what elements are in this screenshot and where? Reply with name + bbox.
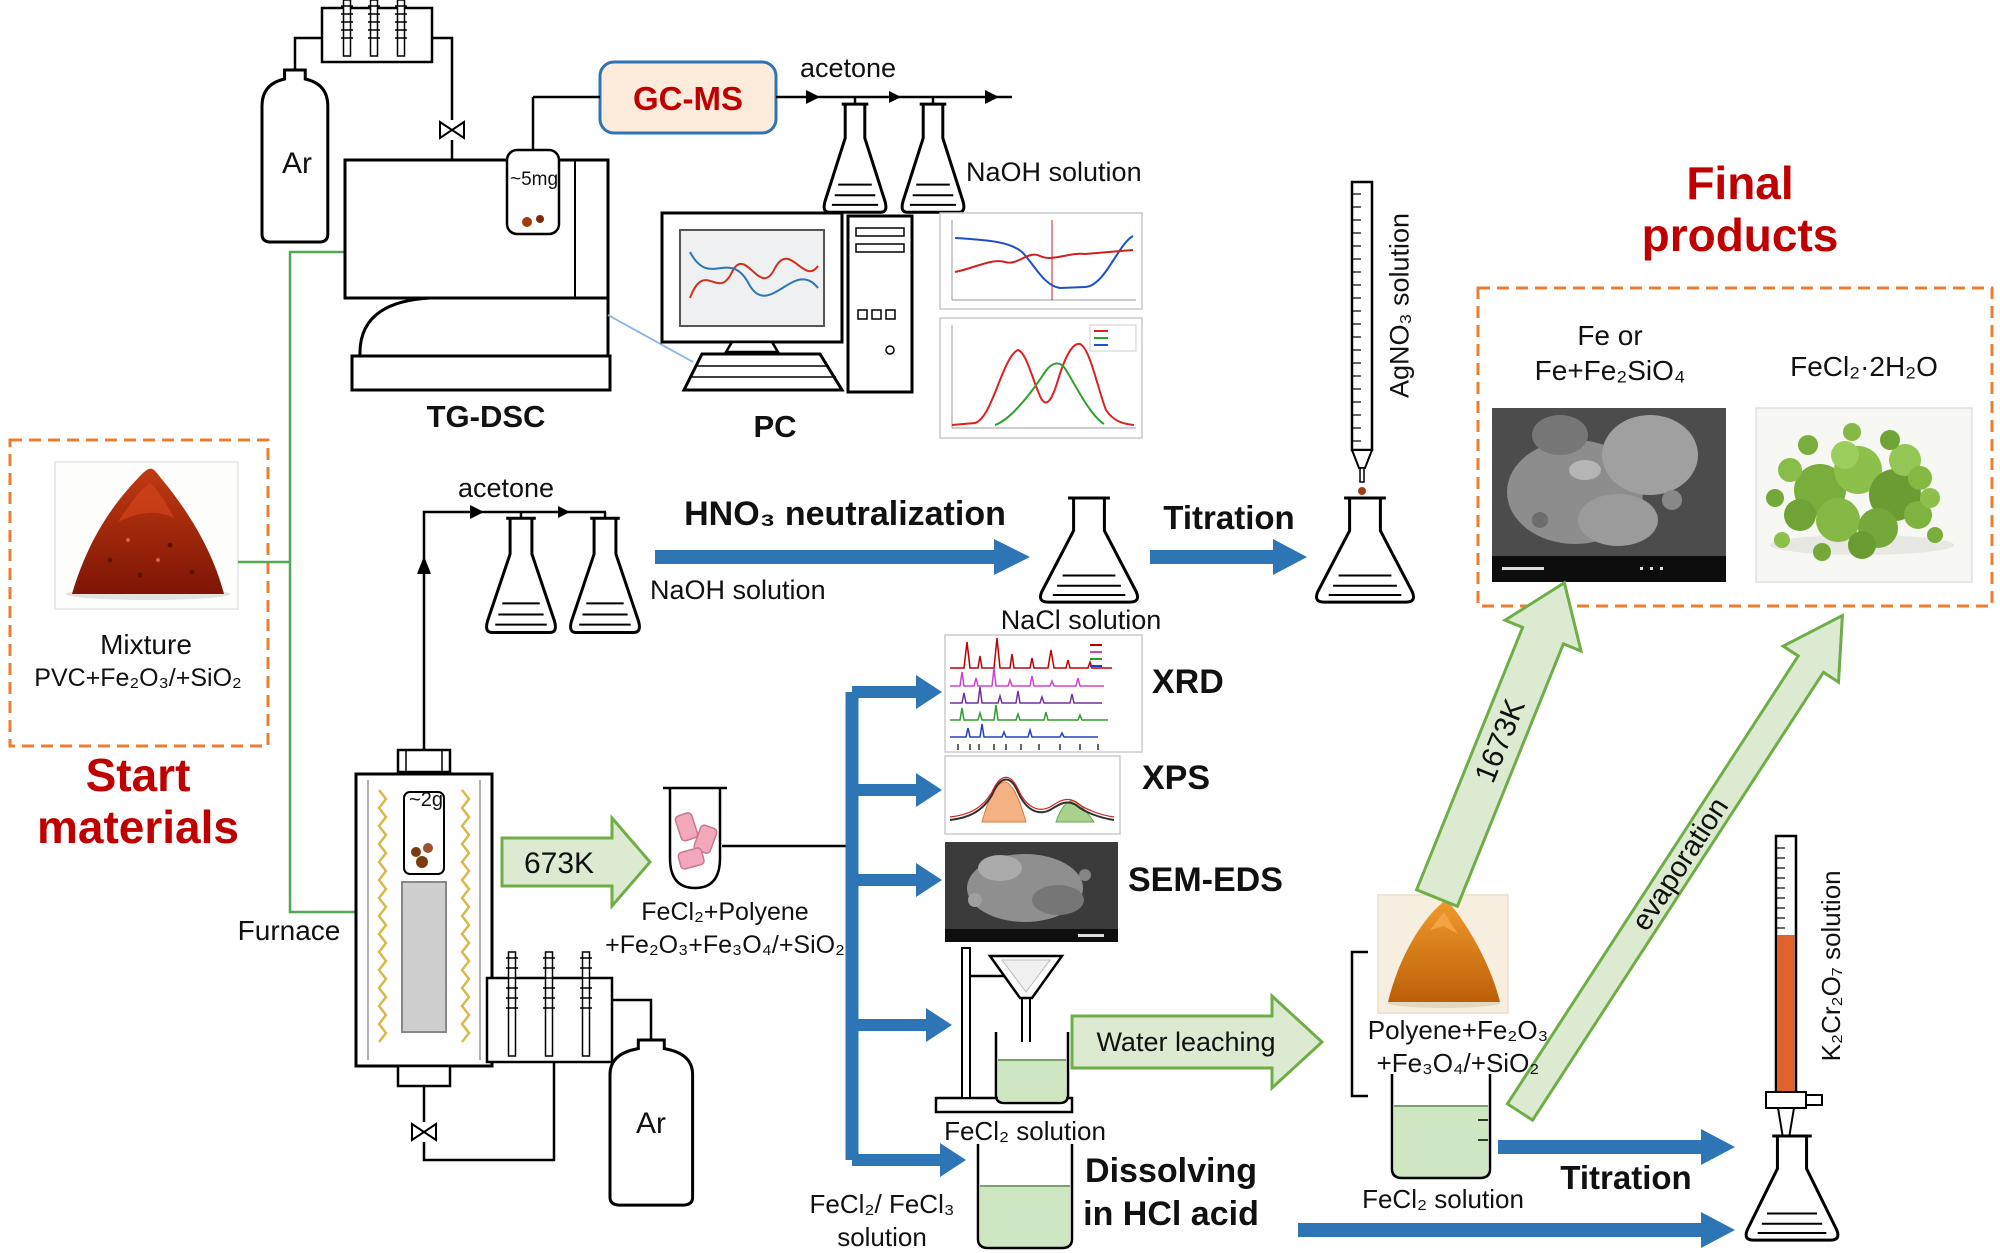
sample-crucible [505, 148, 561, 236]
tgdsc-label: TG-DSC [426, 399, 546, 434]
leach-residue-label: Polyene+Fe₂O₃ +Fe₃O₄/+SiO₂ [1367, 1015, 1549, 1079]
fecl2-solution-label-2: FeCl₂ solution [1362, 1184, 1524, 1214]
keyboard [681, 352, 845, 392]
acetone-mid-label: acetone [457, 473, 555, 503]
mixture-formula-label: PVC+Fe₂O₃/+SiO₂ [34, 664, 242, 692]
acetone-top-label: acetone [799, 53, 897, 83]
hno3-arrow [655, 539, 1030, 575]
xrd-label: XRD [1152, 663, 1224, 701]
agno3-burette [1350, 180, 1374, 508]
filtrate-beaker [994, 1032, 1070, 1105]
temp-673k-label: 673K [523, 847, 595, 880]
fecl2-fecl3-solution-label: FeCl₂/ FeCl₃ solution [809, 1189, 955, 1252]
sample-mass-5mg-label: ~5mg [509, 169, 559, 190]
fecl2-dihydrate-label: FeCl₂·2H₂O [1790, 351, 1938, 382]
product-vial [663, 786, 727, 890]
analysis-branch [845, 675, 966, 1177]
titration-flask-top [1314, 496, 1416, 604]
tgdsc-instrument [343, 97, 612, 392]
titration-bottom-label: Titration [1560, 1159, 1692, 1196]
k2cr2o7-burette [1765, 834, 1823, 1180]
naoh-mid-label: NaOH solution [650, 575, 826, 605]
titration-flask-bottom [1744, 1134, 1840, 1242]
start-materials-title: Start materials [36, 749, 239, 853]
final-products-box [1476, 286, 1994, 608]
gas-wash-flask-2 [900, 102, 966, 214]
start-materials-box [8, 438, 270, 748]
pc-group [607, 211, 914, 394]
stopcock [1765, 1091, 1807, 1109]
water-leaching-label: Water leaching [1096, 1027, 1276, 1057]
naoh-flask-2 [568, 516, 642, 635]
orange-powder-photo [1377, 894, 1509, 1014]
fecl2-beaker-right [1390, 1074, 1492, 1180]
pc-label: PC [753, 409, 797, 444]
filtration-setup [934, 947, 1074, 1114]
furnace-product-label: FeCl₂+Polyene +Fe₂O₃+Fe₃O₄/+SiO₂ [605, 898, 845, 959]
valve-icon [439, 120, 454, 140]
valve-icon [411, 1122, 426, 1142]
pc-tower [846, 214, 914, 394]
gas-wash-flask-1 [822, 102, 888, 214]
titrant-drop [1358, 487, 1366, 495]
dissolving-label: Dissolving in HCl acid [1083, 1152, 1259, 1233]
agno3-label: AgNO₃ solution [1384, 212, 1415, 399]
mixture-label: Mixture [100, 629, 192, 660]
hno3-neutralization-label: HNO₃ neutralization [684, 495, 1006, 533]
ms-curves-thumbnail [939, 317, 1143, 439]
water-leaching-arrow [1070, 992, 1325, 1092]
titration-arrow-top [1150, 539, 1307, 575]
furnace-label: Furnace [237, 915, 341, 946]
gcms-label: GC-MS [633, 80, 743, 117]
arrow-673k [500, 813, 652, 911]
start-to-tgdsc-line [238, 250, 346, 564]
arrowhead [806, 90, 820, 104]
final-products-title: Final products [1641, 157, 1839, 261]
bottom-gas-train [485, 951, 695, 1207]
naoh-top-label: NaOH solution [966, 157, 1142, 187]
fecl2-solution-label-1: FeCl₂ solution [944, 1116, 1106, 1146]
titration-arrow-bottom [1498, 1129, 1735, 1165]
k2cr2o7-label: K₂Cr₂O₇ solution [1816, 870, 1847, 1062]
hcl-dissolving-arrow [1298, 1212, 1735, 1248]
sem-eds-thumbnail [945, 842, 1118, 942]
ar-top-label: Ar [282, 147, 312, 180]
nacl-flask [1038, 496, 1140, 604]
iron-product-label: Fe or Fe+Fe₂SiO₄ [1534, 320, 1686, 386]
start-to-furnace-line [288, 562, 357, 914]
arrow-evaporation [1505, 612, 1845, 1123]
fecl2-fecl3-beaker [976, 1144, 1074, 1250]
arrow-1673k [1414, 580, 1584, 909]
ar-bottom-label: Ar [636, 1107, 666, 1140]
sem-iron-photo [1492, 408, 1726, 582]
sem-eds-label: SEM-EDS [1128, 861, 1283, 899]
top-gas-train [260, 0, 465, 244]
titration-top-label: Titration [1163, 499, 1295, 536]
naoh-flask-1 [484, 516, 558, 635]
red-powder-photo [54, 461, 239, 610]
xps-spectrum-thumbnail [944, 755, 1121, 835]
furnace-assembly [354, 748, 556, 1162]
xps-label: XPS [1142, 759, 1211, 797]
group-bracket [1350, 950, 1368, 1098]
nacl-solution-label: NaCl solution [1000, 605, 1162, 635]
heating-element [377, 789, 388, 1043]
sample-mass-2g-label: ~2g [409, 789, 443, 811]
xrd-pattern-thumbnail [944, 634, 1143, 753]
green-powder-photo [1755, 407, 1973, 583]
tg-dsc-curves-thumbnail [939, 212, 1143, 310]
